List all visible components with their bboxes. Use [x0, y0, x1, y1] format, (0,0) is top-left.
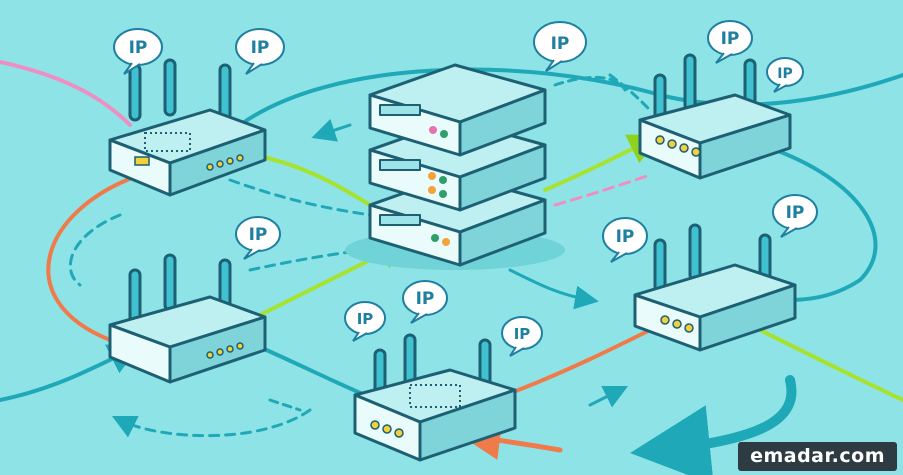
ip-bubble: IP — [235, 216, 281, 260]
arrow-dashed-center — [228, 178, 372, 217]
svg-text:IP: IP — [416, 289, 435, 309]
svg-text:IP: IP — [249, 225, 268, 245]
svg-text:IP: IP — [357, 310, 374, 328]
cable-pink — [0, 60, 132, 127]
router-top-left — [108, 58, 267, 197]
arrow-dashed-left — [69, 213, 122, 287]
svg-text:IP: IP — [721, 29, 740, 49]
cable-green-top-right — [543, 134, 661, 192]
ip-bubbles: IP IP IP IP IP IP IP — [113, 20, 818, 357]
cable-green-top-left — [232, 135, 372, 207]
arrow-curve-bottom-right — [630, 375, 797, 475]
cable-teal-right — [768, 146, 878, 302]
cable-teal-mid — [253, 343, 367, 397]
cable-green-right — [724, 301, 903, 402]
arrow-dashed-top-right — [608, 73, 652, 112]
router-bottom-center — [353, 333, 517, 462]
arrow-left-center — [311, 118, 352, 142]
server-unit-top — [368, 63, 547, 157]
ip-bubble: IP — [602, 217, 648, 263]
svg-text:IP: IP — [514, 325, 531, 343]
cable-orange-left — [46, 173, 142, 342]
svg-text:IP: IP — [616, 227, 635, 247]
svg-text:IP: IP — [129, 38, 148, 58]
arrow-up-small — [588, 385, 629, 408]
ip-bubble: IP — [402, 280, 448, 324]
ip-bubble: IP — [533, 21, 587, 72]
router-middle-right — [633, 223, 797, 352]
cable-orange-in — [460, 420, 563, 460]
ip-bubble: IP — [766, 57, 804, 93]
arrow-dashed-bottom-left — [111, 408, 312, 438]
svg-text:IP: IP — [786, 203, 805, 223]
router-top-right — [638, 53, 792, 180]
cable-pink-dashed — [553, 173, 652, 207]
router-middle-left — [108, 253, 267, 384]
cable-teal-top — [238, 67, 903, 127]
arrow-down-right — [508, 268, 599, 310]
cable-orange-bottom — [503, 323, 662, 397]
ip-bubble: IP — [235, 28, 285, 75]
ip-bubble: IP — [113, 28, 163, 75]
site-watermark: emadar.com — [738, 442, 897, 471]
svg-text:IP: IP — [777, 66, 792, 82]
svg-text:IP: IP — [251, 38, 270, 58]
svg-text:IP: IP — [551, 34, 570, 54]
arrow-dashed-mid-down — [268, 398, 302, 412]
server-stack — [345, 63, 565, 270]
ip-bubble: IP — [707, 20, 753, 64]
flow-arrows — [69, 73, 797, 475]
arrow-dashed-right — [553, 75, 627, 92]
ip-bubble: IP — [344, 301, 386, 342]
ip-bubble: IP — [772, 194, 818, 238]
ip-bubble: IP — [501, 316, 543, 357]
